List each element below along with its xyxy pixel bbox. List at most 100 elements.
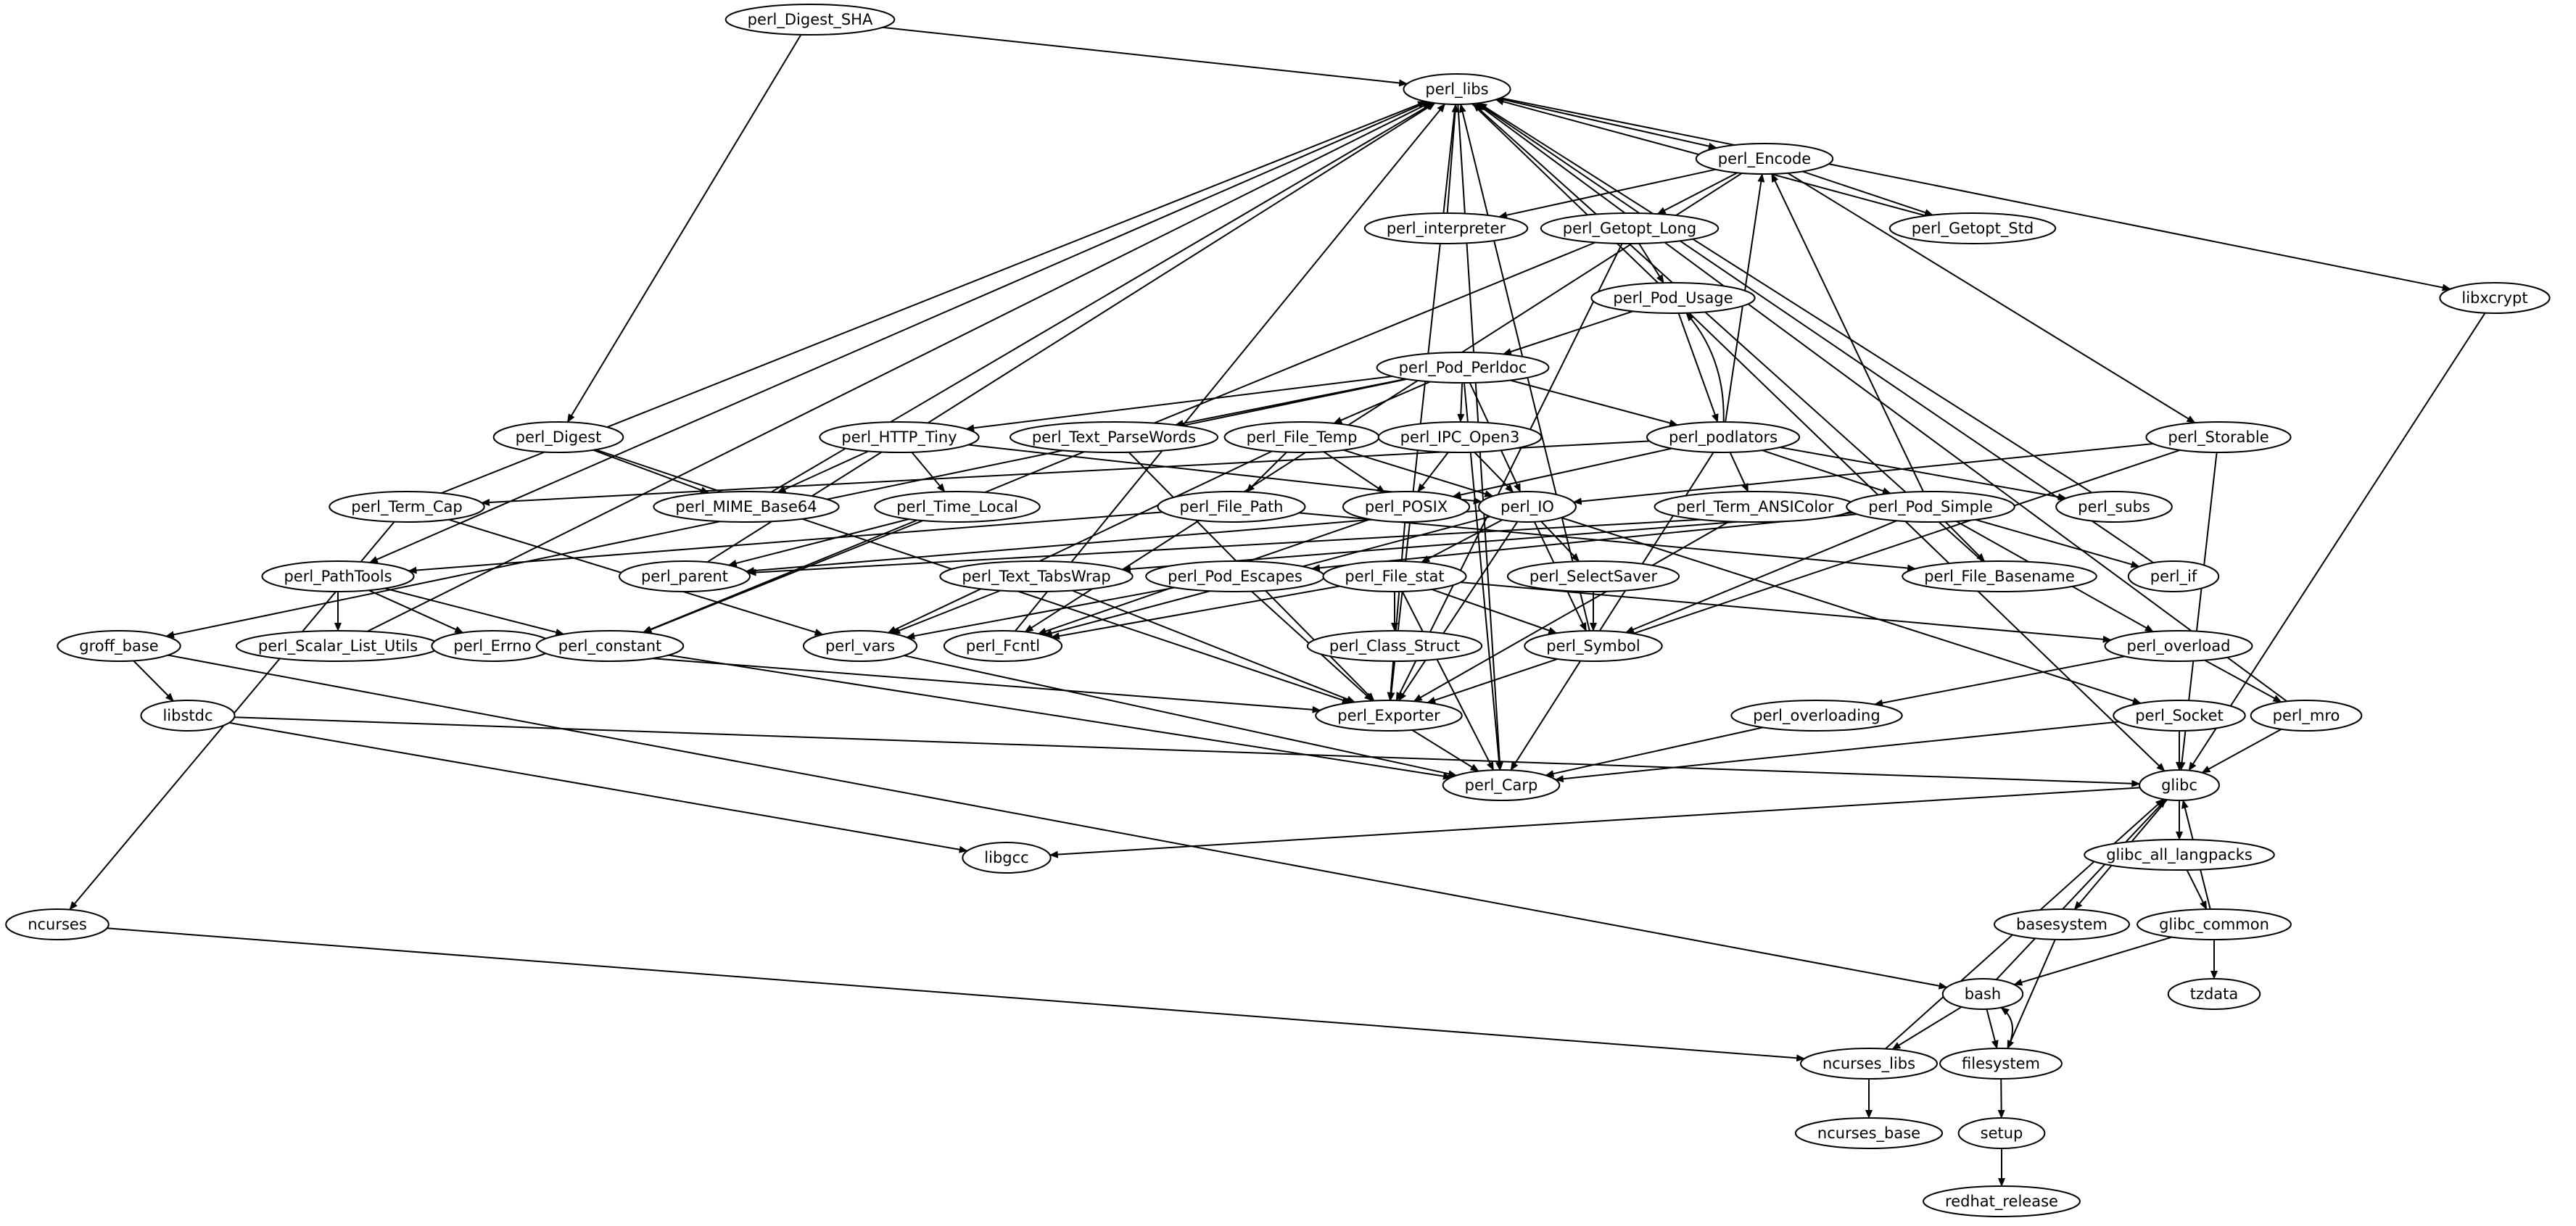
edge-perl-interpreter-to-perl-libs	[1446, 103, 1459, 214]
node-perl-subs: perl_subs	[2055, 491, 2173, 523]
node-perl-term-ansicolor: perl_Term_ANSIColor	[1654, 491, 1857, 523]
node-ellipse	[1939, 1048, 2063, 1080]
node-label: perl_File_Basename	[1924, 568, 2075, 586]
node-libstdc: libstdc	[140, 700, 236, 732]
node-label: perl_Term_Cap	[351, 498, 462, 516]
edge-perl-pod-simple-to-perl-parent	[747, 510, 1851, 576]
edge-perl-constant-to-perl-carp	[668, 654, 1453, 780]
edge-perl-pod-perldoc-to-perl-http-tiny	[965, 376, 1392, 432]
edge-perl-libs-to-perl-encode	[1498, 98, 1717, 150]
node-label: redhat_release	[1945, 1193, 2058, 1211]
node-perl-file-stat: perl_File_stat	[1322, 560, 1467, 592]
node-ellipse	[1442, 769, 1561, 801]
node-label: libgcc	[984, 849, 1028, 866]
node-perl-pathtools: perl_PathTools	[261, 560, 415, 592]
node-ellipse	[943, 630, 1063, 662]
edge-perl-libs-to-glibc	[1471, 103, 2166, 772]
node-groff-base: groff_base	[57, 630, 181, 662]
node-perl-time-local: perl_Time_Local	[874, 491, 1041, 523]
node-label: perl_Exporter	[1337, 707, 1440, 725]
node-perl-errno: perl_Errno	[431, 630, 554, 662]
node-label: perl_subs	[2078, 498, 2150, 516]
node-label: perl_Getopt_Std	[1912, 220, 2034, 238]
node-perl-if: perl_if	[2127, 560, 2220, 592]
node-label: ncurses	[28, 916, 87, 933]
edge-perl-errno-to-perl-exporter	[550, 650, 1321, 713]
edge-perl-if-to-perl-libs	[1477, 102, 2154, 564]
node-perl-carp: perl_Carp	[1442, 769, 1561, 801]
node-ellipse	[1902, 560, 2097, 592]
node-basesystem: basesystem	[1994, 908, 2130, 940]
node-glibc-all-langpacks: glibc_all_langpacks	[2084, 839, 2275, 871]
node-label: perl_parent	[641, 568, 728, 586]
node-ellipse	[1846, 491, 2015, 523]
node-ellipse	[2439, 282, 2551, 314]
edge-perl-scalar-list-utils-to-perl-libs	[366, 102, 1432, 632]
node-label: perl_File_stat	[1345, 568, 1444, 586]
node-ellipse	[1315, 700, 1463, 732]
node-label: perl_Scalar_List_Utils	[258, 637, 418, 655]
edge-perl-encode-to-perl-getopt-std	[1801, 170, 1933, 216]
node-label: perl_if	[2150, 568, 2197, 586]
node-perl-text-parsewords: perl_Text_ParseWords	[1009, 421, 1219, 453]
edge-perl-file-stat-to-perl-carp	[1401, 591, 1495, 771]
edge-perl-file-stat-to-perl-symbol	[1431, 588, 1558, 634]
node-perl-getopt-long: perl_Getopt_Long	[1540, 212, 1720, 244]
node-perl-pod-usage: perl_Pod_Usage	[1590, 282, 1756, 314]
edge-perl-overload-to-perl-mro	[2204, 659, 2282, 703]
node-ellipse	[1794, 1117, 1944, 1149]
node-label: perl_Pod_Perldoc	[1399, 359, 1527, 377]
node-label: perl_POSIX	[1365, 498, 1448, 516]
node-ellipse	[1590, 282, 1756, 314]
edge-perl-podlators-to-perl-pod-usage	[1685, 312, 1725, 423]
node-perl-interpreter: perl_interpreter	[1363, 212, 1529, 244]
edge-perl-io-to-perl-exporter	[1398, 521, 1519, 702]
edge-perl-pod-usage-to-perl-pod-perldoc	[1502, 310, 1634, 355]
edge-perl-socket-to-perl-carp	[1554, 721, 2120, 783]
edge-perl-pod-simple-to-perl-encode	[1771, 173, 1924, 492]
node-ellipse	[874, 491, 1041, 523]
node-ellipse	[2167, 978, 2261, 1010]
edge-perl-pathtools-to-perl-constant	[384, 587, 565, 636]
edge-perl-vars-to-perl-carp	[904, 655, 1458, 778]
edge-perl-storable-to-perl-exporter	[1427, 449, 2181, 704]
node-ellipse	[1994, 908, 2130, 940]
node-ellipse	[1646, 421, 1801, 453]
edge-bash-to-glibc	[1995, 799, 2167, 980]
node-label: perl_constant	[558, 637, 662, 655]
node-ellipse	[618, 560, 751, 592]
node-label: tzdata	[2190, 985, 2239, 1003]
node-ellipse	[1478, 491, 1577, 523]
node-perl-selectsaver: perl_SelectSaver	[1506, 560, 1680, 592]
node-label: perl_Digest_SHA	[748, 11, 873, 29]
node-ellipse	[5, 908, 110, 940]
node-perl-constant: perl_constant	[535, 630, 685, 662]
edge-perl-libs-to-libxcrypt	[1500, 97, 2451, 291]
node-ellipse	[1376, 352, 1550, 384]
node-ellipse	[492, 421, 624, 453]
node-ellipse	[2145, 421, 2292, 453]
node-perl-socket: perl_Socket	[2113, 700, 2246, 732]
node-label: perl_interpreter	[1387, 220, 1506, 238]
node-ellipse	[535, 630, 685, 662]
node-ellipse	[1403, 73, 1511, 105]
node-ellipse	[939, 560, 1134, 592]
node-perl-http-tiny: perl_HTTP_Tiny	[819, 421, 980, 453]
edge-perl-podlators-to-perl-posix	[1452, 447, 1672, 499]
node-label: perl_Time_Local	[896, 498, 1018, 516]
node-label: groff_base	[79, 637, 158, 655]
node-perl-digest-sha: perl_Digest_SHA	[724, 4, 896, 36]
edge-perl-podlators-to-perl-subs	[1780, 446, 2067, 501]
edge-perl-subs-to-perl-libs	[1478, 102, 2093, 494]
node-ellipse	[2113, 700, 2246, 732]
edge-bash-to-filesystem	[1986, 1008, 1999, 1050]
node-label: glibc_all_langpacks	[2106, 846, 2253, 864]
node-label: perl_HTTP_Tiny	[841, 428, 957, 447]
node-perl-getopt-std: perl_Getopt_Std	[1888, 212, 2057, 244]
edge-groff-base-to-libstdc	[133, 660, 174, 702]
node-label: perl_Fcntl	[966, 637, 1040, 655]
edge-perl-file-path-to-perl-pathtools	[408, 511, 1163, 574]
node-label: perl_vars	[825, 637, 895, 655]
node-ellipse	[819, 421, 980, 453]
